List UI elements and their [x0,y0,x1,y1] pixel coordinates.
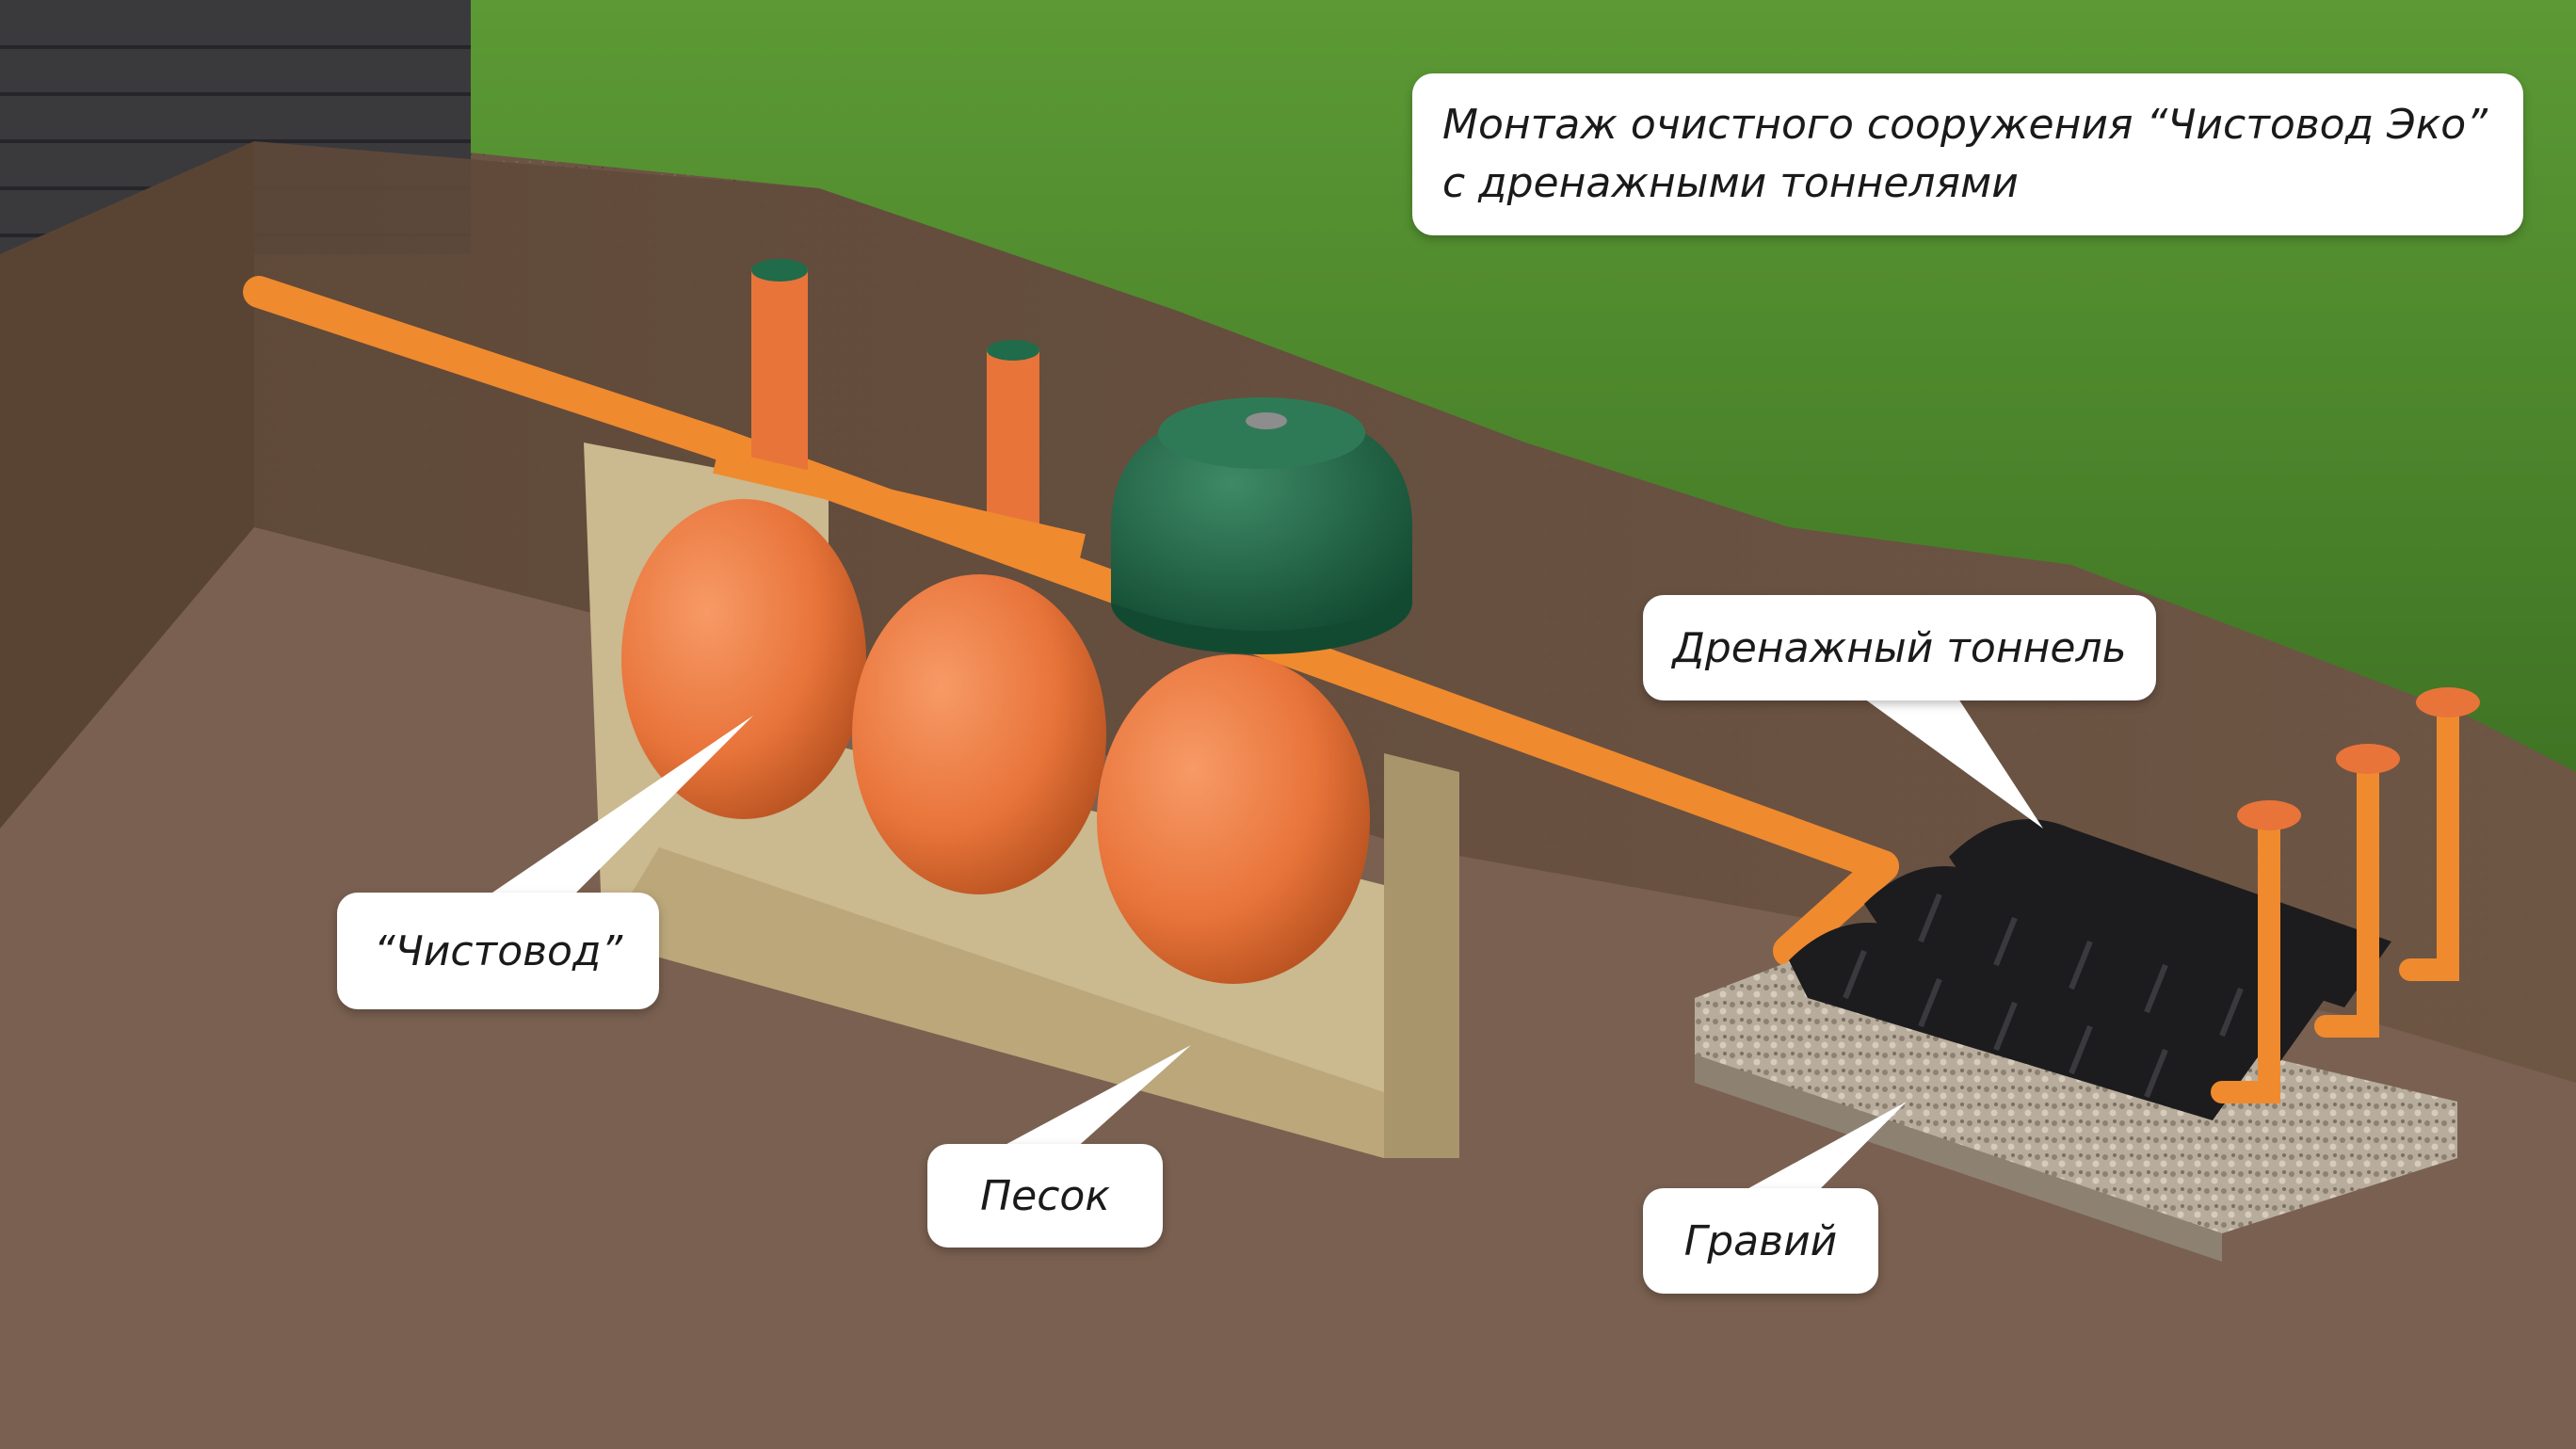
drainage-tunnels [1789,819,2391,1120]
title-line-1: Монтаж очистного сооружения “Чистовод Эк… [1442,101,2488,149]
green-lid [1111,397,1412,654]
trench-left-wall [0,141,254,829]
tank-2 [852,574,1106,894]
gravel-bed [1695,951,2457,1233]
drainage-tunnel-label: Дренажный тоннель [1643,595,2156,700]
tank-3 [1097,654,1370,984]
title-line-2: с дренажными тоннелями [1442,159,2019,207]
tunnel-vent-pipes [2211,704,2459,1103]
vent-risers [713,259,1086,558]
title-callout: Монтаж очистного сооружения “Чистовод Эк… [1412,73,2523,235]
callout-pointers [490,699,2043,1192]
sand-label: Песок [927,1144,1163,1248]
chistovod-label: “Чистовод” [337,893,659,1009]
gravel-label: Гравий [1643,1188,1878,1294]
tank-1 [621,499,866,819]
